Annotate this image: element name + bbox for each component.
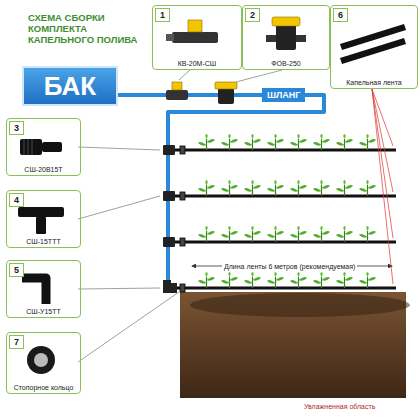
start-connector-icon: [20, 139, 62, 155]
part-name: Капельная лента: [331, 79, 417, 86]
stop-rings: [180, 146, 185, 154]
start-connector-icon: [32, 139, 33, 155]
leader-lines: [78, 196, 160, 219]
callout-number: 7: [9, 335, 24, 349]
start-connector-icon: [20, 139, 42, 155]
callout-number: 6: [333, 8, 348, 22]
stop-rings: [180, 238, 185, 246]
dimension-label: Длина ленты 6 метров (рекомендуемая): [222, 263, 357, 270]
leader-lines: [78, 70, 282, 362]
pipe-connector: [118, 93, 262, 97]
tee-fittings: [163, 191, 175, 201]
stop-ring-icon: [34, 353, 48, 367]
plants: [195, 180, 379, 196]
filter-icon: [266, 35, 276, 42]
start-connector-icon: [42, 142, 62, 152]
filter-icon: [276, 24, 296, 50]
start-connector-icon: [24, 139, 25, 155]
tape-leader-lines: [372, 89, 393, 284]
part-name: СШ-У15ТТ: [7, 308, 80, 315]
valve-icon: [166, 20, 218, 43]
tape-leader-lines: [372, 89, 393, 192]
callout-number: 2: [245, 8, 260, 22]
callout-number: 3: [9, 121, 24, 135]
part-box: 3СШ-20В15Т: [6, 118, 81, 176]
leader-lines: [78, 288, 160, 289]
plants: [195, 226, 379, 242]
part-name: СШ-15ТТТ: [7, 238, 80, 245]
tank-box: БАК: [22, 66, 118, 106]
soil-bed: [190, 293, 410, 317]
stop-ring-icon: [27, 346, 55, 374]
stop-rings: [180, 284, 185, 292]
plants: [195, 272, 379, 288]
hose-label: ШЛАНГ: [262, 88, 305, 102]
filter: [215, 82, 237, 89]
tape-leader-lines: [372, 89, 393, 284]
start-connector-icon: [24, 139, 32, 155]
part-box: 5СШ-У15ТТ: [6, 260, 81, 318]
soil-bed: [180, 292, 410, 398]
elbow-icon: [22, 278, 46, 304]
valve-icon: [172, 32, 218, 43]
tee-icon: [36, 217, 46, 234]
part-box: 6Капельная лента: [330, 5, 418, 89]
stop-rings: [180, 146, 185, 292]
valve: [166, 82, 188, 100]
plants: [195, 134, 379, 150]
plants: [195, 134, 379, 288]
tee-fittings: [163, 237, 175, 247]
area-label: Увлажненная область: [302, 403, 377, 410]
tee-fittings: [163, 145, 175, 155]
tank-label: БАК: [44, 71, 96, 102]
filter: [215, 82, 237, 104]
part-box: 4СШ-15ТТТ: [6, 190, 81, 248]
leader-lines: [78, 147, 160, 150]
hose-text: ШЛАНГ: [267, 90, 300, 100]
stop-ring-icon: [27, 346, 55, 374]
callout-number: 1: [155, 8, 170, 22]
leader-lines: [78, 292, 179, 362]
tee-icon: [18, 207, 64, 217]
valve-icon: [188, 20, 202, 32]
stop-rings: [180, 192, 185, 200]
drip-tape-icon: [340, 24, 406, 64]
part-name: СШ-20В15Т: [7, 166, 80, 173]
filter-icon: [296, 35, 306, 42]
part-box: 1КВ-20М-СШ: [152, 5, 242, 70]
tape-leader-lines: [372, 89, 393, 238]
start-connector-icon: [28, 139, 29, 155]
part-box: 2ФОВ-250: [242, 5, 330, 70]
tee-fittings: [163, 280, 177, 293]
valve: [172, 82, 182, 90]
part-name: КВ-20М-СШ: [153, 60, 241, 67]
drip-tape-icon: [340, 38, 406, 64]
tee-icon: [18, 207, 64, 234]
valve: [166, 90, 188, 100]
diagram-title: СХЕМА СБОРКИ КОМПЛЕКТА КАПЕЛЬНОГО ПОЛИВА: [28, 12, 150, 46]
valve-icon: [166, 34, 174, 41]
filter-icon: [266, 17, 306, 50]
tee-fittings: [163, 145, 177, 293]
part-box: 7Стопорное кольцо: [6, 332, 81, 394]
drip-tape-rows: [168, 150, 396, 288]
part-name: ФОВ-250: [243, 60, 329, 67]
leader-lines: [179, 70, 190, 80]
filter-icon: [272, 17, 300, 26]
callout-number: 5: [9, 263, 24, 277]
filter: [218, 88, 234, 104]
part-name: Стопорное кольцо: [7, 384, 80, 391]
elbow-icon: [22, 278, 46, 304]
leader-lines: [236, 70, 282, 82]
callout-number: 4: [9, 193, 24, 207]
